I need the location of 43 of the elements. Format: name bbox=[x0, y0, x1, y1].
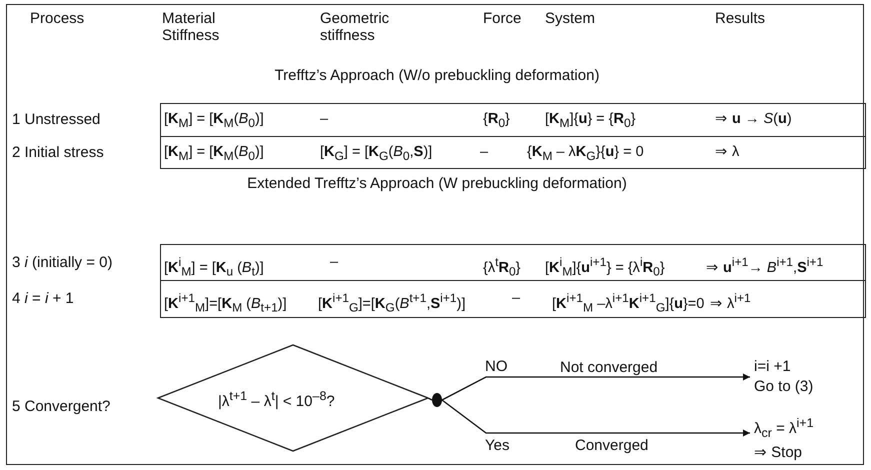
formula: – bbox=[512, 290, 520, 307]
formula: [K$^{i+1}$$_{G}$]=[K$_{G}$(B$^{t+1}$,S$^{i+1}$)] bbox=[318, 290, 466, 317]
formula: ⇒ λ$^{i+1}$ bbox=[710, 290, 751, 313]
formula: – bbox=[330, 254, 338, 270]
junction-dot bbox=[432, 393, 442, 407]
formula: ⇒ u$^{i+1}$→ B$^{i+1}$,S$^{i+1}$ bbox=[706, 254, 824, 276]
formula: [K$_{G}$] = [K$_{G}$(B$_{0}$,S)] bbox=[320, 144, 432, 164]
column-header: Material Stiffness bbox=[162, 10, 220, 44]
formula: [K$_{M}$] = [K$_{M}$(B$_{0}$)] bbox=[164, 111, 264, 132]
formula: [K$_{M}$]{u} = {R$_{0}$} bbox=[545, 111, 636, 132]
edge-label: Converged bbox=[575, 437, 648, 454]
formula: – bbox=[320, 111, 328, 128]
formula: ⇒ λ bbox=[715, 144, 740, 160]
branch-label: NO bbox=[485, 358, 508, 375]
formula: [K$^{i+1}$$_{M}$]=[K$_{M}$ (B$_{t+1}$)] bbox=[164, 290, 287, 317]
result-text: λ$_{cr}$ = λ$^{i+1}$ ⇒ Stop bbox=[754, 413, 846, 463]
formula: – bbox=[480, 144, 488, 160]
arrow bbox=[442, 374, 750, 401]
row-label: 1 Unstressed bbox=[12, 111, 100, 128]
formula: {λ$^{t}$R$_{0}$} bbox=[483, 254, 520, 280]
section-heading: Trefftz’s Approach (W/o prebuckling deformation) bbox=[274, 67, 600, 84]
edge-label: Not converged bbox=[560, 359, 658, 376]
formula: {R$_{0}$} bbox=[483, 111, 510, 132]
column-header: Process bbox=[30, 10, 84, 27]
formula: [K$^{i}$$_{M}$]{u$^{i+1}$} = {λ$^{i}$R$_{0}$} bbox=[545, 254, 665, 280]
row-label: 4 i = i + 1 bbox=[12, 290, 74, 307]
formula: {K$_{M}$ – λK$_{G}$}{u} = 0 bbox=[527, 144, 644, 164]
formula: [K$^{i+1}$$_{M}$ –λ$^{i+1}$K$^{i+1}$$_{G}$]{u}=0 bbox=[552, 290, 704, 317]
row-label: 3 i (initially = 0) bbox=[12, 254, 112, 270]
formula: ⇒ u → S(u) bbox=[715, 111, 792, 128]
formula: [K$^{i}$$_{M}$] = [K$_{u}$ (B$_{t}$)] bbox=[164, 254, 264, 280]
section-heading: Extended Trefftz’s Approach (W prebuckling deformation) bbox=[246, 175, 628, 192]
column-header: Results bbox=[715, 10, 766, 27]
result-text: i=i +1 Go to (3) bbox=[754, 357, 846, 397]
row-label: 5 Convergent? bbox=[12, 398, 110, 415]
branch-label: Yes bbox=[485, 437, 510, 454]
arrow bbox=[442, 399, 750, 436]
column-header: System bbox=[545, 10, 596, 27]
condition-text: |λ$^{t+1}$ – λ$^{t}$| < 10$^{–8}$? bbox=[218, 388, 335, 410]
column-header: Force bbox=[483, 10, 522, 27]
formula: [K$_{M}$] = [K$_{M}$(B$_{0}$)] bbox=[164, 144, 264, 164]
row-label: 2 Initial stress bbox=[12, 144, 104, 160]
column-header: Geometric stiffness bbox=[320, 10, 390, 44]
